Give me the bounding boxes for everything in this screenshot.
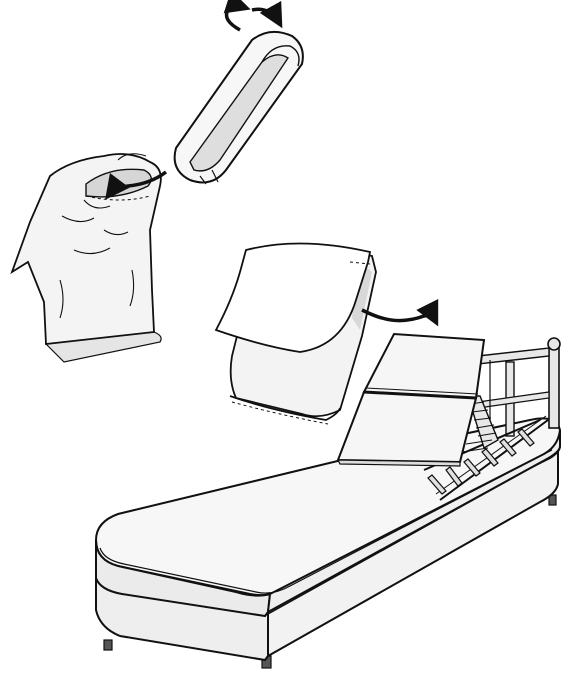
bed-leg-right [548, 494, 557, 506]
bag-body [10, 153, 162, 346]
panel-lower [336, 390, 478, 464]
roll-inner-band [189, 54, 289, 172]
bed-leg-left [103, 639, 113, 651]
cover-seam [229, 395, 341, 421]
mattress-piping [99, 449, 553, 594]
rotate-arrows-icon [223, 0, 283, 32]
move-arrow-icon [361, 298, 439, 327]
hinged-mattress-panels [336, 332, 486, 467]
headboard-post-right [548, 347, 560, 429]
rolled-mattress [173, 30, 304, 185]
bed [94, 417, 561, 669]
insert-arrow-icon [105, 170, 168, 200]
storage-bag [10, 153, 162, 363]
bed-base-side [267, 448, 559, 658]
mattress-front [95, 539, 272, 618]
cover-front-flap [214, 242, 372, 353]
headboard-finial [547, 337, 561, 351]
cover-sleeve [214, 242, 377, 425]
